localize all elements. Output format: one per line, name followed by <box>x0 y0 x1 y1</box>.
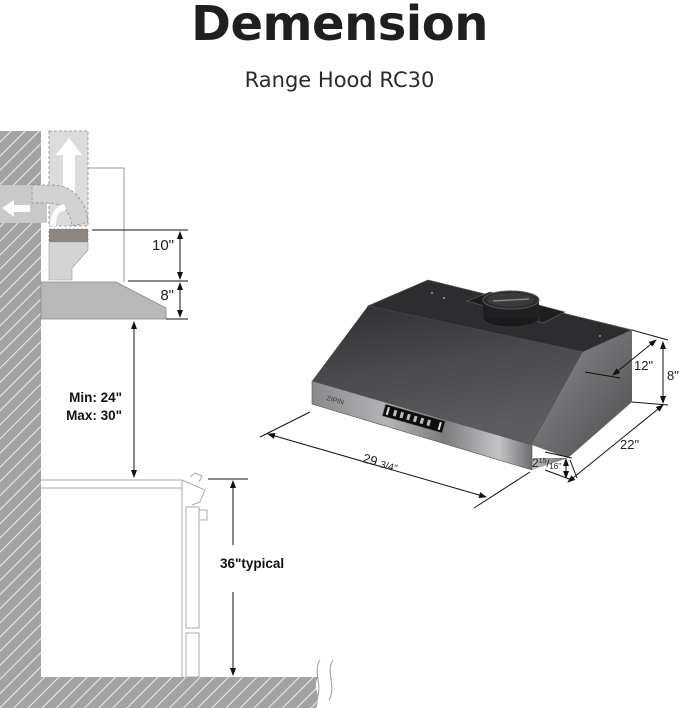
control-button[interactable] <box>406 413 411 421</box>
floor-break-icon <box>315 659 321 701</box>
hood-height-label: 8" <box>160 287 174 304</box>
duct-height-label: 10" <box>152 237 174 254</box>
counter-height-label: 36"typical <box>220 556 284 571</box>
height-label: 8" <box>667 368 679 383</box>
exhaust-left-arrow-icon <box>2 200 30 217</box>
brand-logo: ZIPIN <box>325 395 344 407</box>
floor <box>0 677 318 708</box>
clearance-max-label: Max: 30" <box>66 408 122 423</box>
control-button[interactable] <box>419 417 425 425</box>
upper-cabinet <box>88 167 125 282</box>
hood-side-panel <box>532 330 632 458</box>
range-stove <box>41 472 208 678</box>
exhaust-up-arrow-icon <box>56 138 82 200</box>
page-subtitle: Range Hood RC30 <box>244 68 435 92</box>
control-panel[interactable] <box>382 403 446 434</box>
control-button[interactable] <box>426 419 431 427</box>
front-height-label: 215/16" <box>532 456 561 471</box>
hood-front-slope <box>312 306 583 445</box>
depth-label: 22" <box>620 437 639 452</box>
control-button[interactable] <box>412 415 418 423</box>
duct-collar <box>48 228 89 243</box>
control-button[interactable] <box>399 411 405 419</box>
side-view: 10" 8" Min: 24" Max: 30" 36"typical <box>0 130 334 708</box>
range-hood-product: ZIPIN 29 3/4" 22" 8" 12" <box>259 279 679 509</box>
clearance-min-label: Min: 24" <box>69 390 122 405</box>
width-label: 29 3/4" <box>361 450 400 474</box>
hood-side-profile <box>40 281 167 320</box>
page-title: Demension <box>191 0 488 52</box>
control-button[interactable] <box>392 409 398 417</box>
top-depth-label: 12" <box>634 358 653 373</box>
